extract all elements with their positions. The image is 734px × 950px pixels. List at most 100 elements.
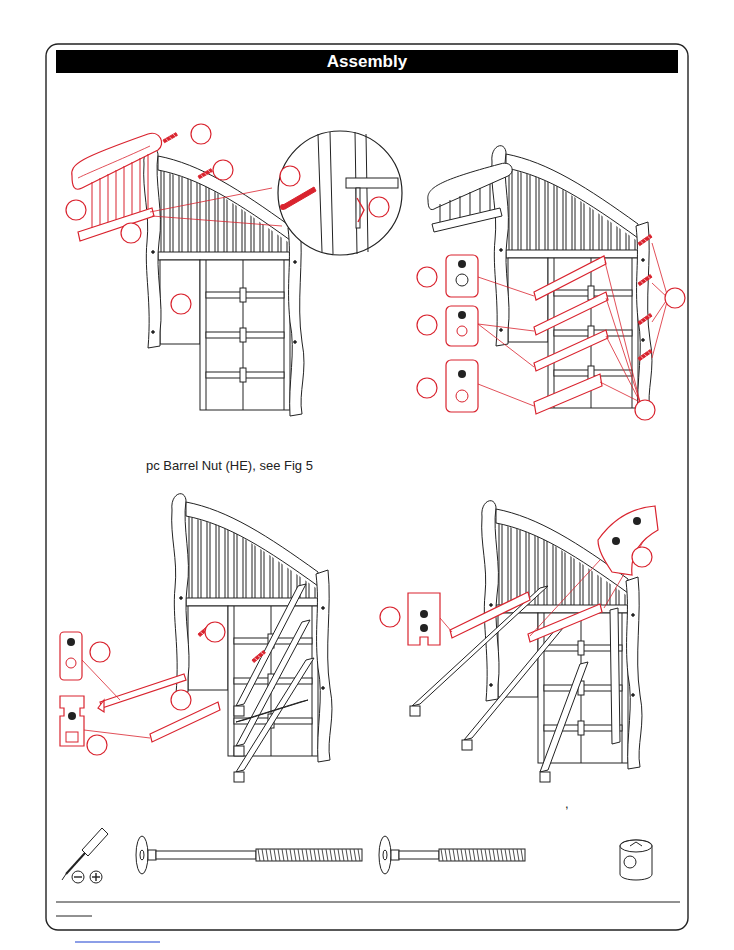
screwdriver-icon xyxy=(95,873,96,881)
callout-box xyxy=(60,696,84,746)
step-figure-1 xyxy=(197,168,213,178)
step-figure-2 xyxy=(417,315,437,335)
step-figure-2 xyxy=(600,382,640,402)
detail-magnifier xyxy=(357,198,364,222)
bolt-thread xyxy=(453,849,455,861)
side-rail xyxy=(410,586,620,782)
screwdriver-icon xyxy=(82,828,108,856)
step-figure-2 xyxy=(490,184,491,210)
red-rail xyxy=(534,292,608,335)
bolt-icon xyxy=(391,850,399,860)
callout-box xyxy=(446,306,478,346)
bolt-icon xyxy=(136,836,148,874)
step-figure-3 xyxy=(205,622,225,642)
link-underline xyxy=(75,941,160,942)
step-figure-2 xyxy=(606,298,640,402)
page-title: Assembly xyxy=(56,50,678,73)
callout-box xyxy=(408,593,440,645)
callout-box xyxy=(60,632,84,746)
detail-magnifier xyxy=(330,132,333,254)
barrel-nut-icon xyxy=(624,856,636,868)
step-figure-4 xyxy=(440,618,452,632)
screwdriver-icon xyxy=(74,876,82,877)
bolt-icon xyxy=(399,851,439,859)
bolt-icon xyxy=(383,850,387,860)
step-figure-1 xyxy=(191,124,211,144)
callout-box xyxy=(67,638,75,646)
bolt-thread xyxy=(509,849,511,861)
detail-magnifier xyxy=(598,506,658,575)
detail-magnifier xyxy=(346,178,398,188)
screwdriver-icon xyxy=(66,853,85,874)
step-figure-3 xyxy=(82,634,212,738)
title-bar xyxy=(56,50,678,73)
page-frame xyxy=(46,44,688,930)
bolt-thread xyxy=(513,849,515,861)
bolt-thread xyxy=(262,849,264,861)
callout-box xyxy=(456,390,468,402)
callout-box xyxy=(446,360,478,412)
bolt-icon xyxy=(136,836,362,874)
bolt-thread xyxy=(258,849,260,861)
bolt-thread xyxy=(469,849,471,861)
bolt-thread xyxy=(354,849,356,861)
callout-box xyxy=(68,712,76,720)
detail-magnifier xyxy=(278,131,402,255)
callout-box xyxy=(446,255,478,412)
bolt-thread xyxy=(505,849,507,861)
step-figure-3 xyxy=(87,735,107,755)
red-rail xyxy=(98,700,104,712)
callout-box xyxy=(66,732,78,742)
step-figure-3 xyxy=(90,642,110,662)
step-figure-2 xyxy=(417,146,685,420)
screwdriver-icon xyxy=(62,874,66,880)
red-headrail xyxy=(108,174,109,225)
detail-magnifier xyxy=(283,187,316,209)
step-figure-2 xyxy=(652,298,668,358)
bolt-icon xyxy=(439,849,525,861)
callout-box xyxy=(457,326,467,336)
bolt-icon xyxy=(379,836,391,874)
bolt-thread xyxy=(497,849,499,861)
step-figure-2 xyxy=(478,384,534,406)
red-headrail xyxy=(78,208,154,241)
bolt-thread xyxy=(274,849,276,861)
barrel-nut-icon xyxy=(620,840,652,852)
detail-magnifier xyxy=(280,204,286,210)
bolt-thread xyxy=(461,849,463,861)
side-rail xyxy=(234,584,314,782)
stray-mark: , xyxy=(565,796,569,811)
side-rail xyxy=(234,772,244,782)
step-figure-1 xyxy=(162,132,178,142)
bolt-icon xyxy=(148,850,156,860)
bolt-thread xyxy=(481,849,483,861)
side-rail xyxy=(236,700,308,722)
bolt-thread xyxy=(501,849,503,861)
step-figure-1 xyxy=(66,200,86,220)
step-figure-4 xyxy=(633,517,641,525)
bolt-thread xyxy=(322,849,324,861)
red-rail xyxy=(534,256,608,414)
bolt-icon xyxy=(140,850,144,860)
bolt-thread xyxy=(457,849,459,861)
screwdriver-icon xyxy=(90,871,102,883)
step-figure-2 xyxy=(637,274,654,286)
callout-box xyxy=(446,255,478,297)
step-figure-2 xyxy=(417,378,437,398)
step-figure-4 xyxy=(612,537,620,545)
red-headrail xyxy=(148,154,149,213)
step-figure-2 xyxy=(635,400,655,420)
detail-magnifier xyxy=(318,134,322,252)
step-figure-2 xyxy=(460,196,461,218)
step-figure-2 xyxy=(606,336,640,402)
bolt-thread xyxy=(326,849,328,861)
side-rail xyxy=(540,772,550,782)
side-rail xyxy=(234,706,244,716)
callout-box xyxy=(458,260,466,268)
callout-box xyxy=(60,632,82,680)
bolt-icon xyxy=(256,849,362,861)
bolt-thread xyxy=(318,849,320,861)
bolt-icon xyxy=(156,851,256,859)
bolt-icon xyxy=(379,836,525,874)
